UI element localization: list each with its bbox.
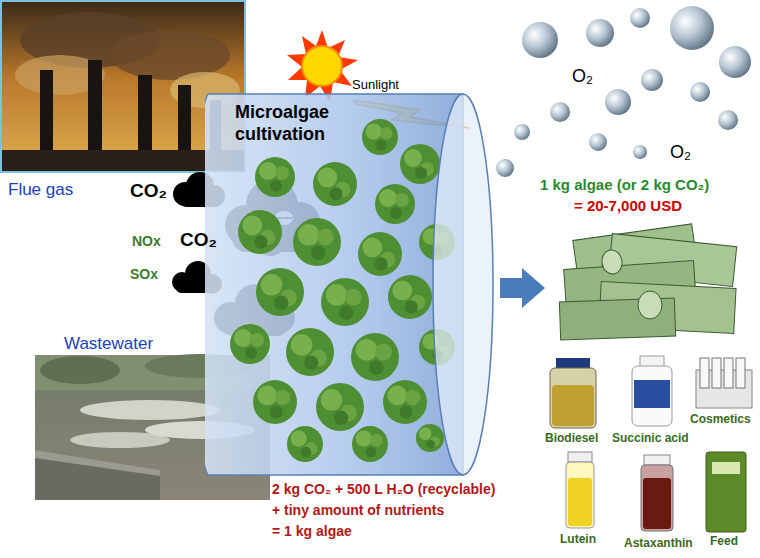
product-label: Cosmetics bbox=[690, 413, 751, 427]
biodiesel-jar bbox=[550, 358, 596, 428]
cosmetics-vials bbox=[696, 358, 752, 408]
product-label: Biodiesel bbox=[545, 432, 598, 446]
lutein-vial bbox=[566, 452, 594, 528]
cylinder-outline bbox=[205, 92, 495, 477]
sun-icon bbox=[287, 30, 358, 102]
gas-label: CO₂ bbox=[180, 229, 217, 251]
oxygen-label: O₂ bbox=[670, 142, 691, 163]
value-note: 1 kg algae (or 2 kg CO₂) bbox=[540, 176, 709, 193]
gas-label: CO₂ bbox=[130, 180, 167, 202]
equation-line: = 1 kg algae bbox=[272, 523, 352, 539]
gas-label: NOx bbox=[132, 233, 161, 249]
product-label: Lutein bbox=[560, 533, 596, 547]
sunlight-label: Sunlight bbox=[352, 78, 399, 93]
source-label: Wastewater bbox=[64, 334, 153, 354]
product-label: Succinic acid bbox=[612, 432, 689, 446]
output-arrow bbox=[500, 268, 545, 308]
oxygen-label: O₂ bbox=[572, 66, 593, 87]
equation-line: + tiny amount of nutrients bbox=[272, 502, 444, 518]
succinic-acid-bottle bbox=[632, 356, 672, 426]
product-label: Feed bbox=[710, 535, 738, 549]
astaxanthin-vial bbox=[641, 455, 673, 531]
node-title: Microalgae cultivation bbox=[205, 92, 355, 145]
feed-bag bbox=[706, 452, 746, 532]
value-note: = 20-7,000 USD bbox=[574, 197, 682, 214]
oxygen-bubbles bbox=[496, 6, 751, 177]
bioreactor-cylinder: Microalgae cultivation bbox=[205, 92, 495, 477]
source-label: Flue gas bbox=[8, 180, 73, 200]
money-stack bbox=[559, 224, 736, 340]
equation-line: 2 kg CO₂ + 500 L H₂O (recyclable) bbox=[272, 481, 495, 497]
product-label: Astaxanthin bbox=[624, 537, 693, 551]
gas-label: SOx bbox=[130, 266, 158, 282]
